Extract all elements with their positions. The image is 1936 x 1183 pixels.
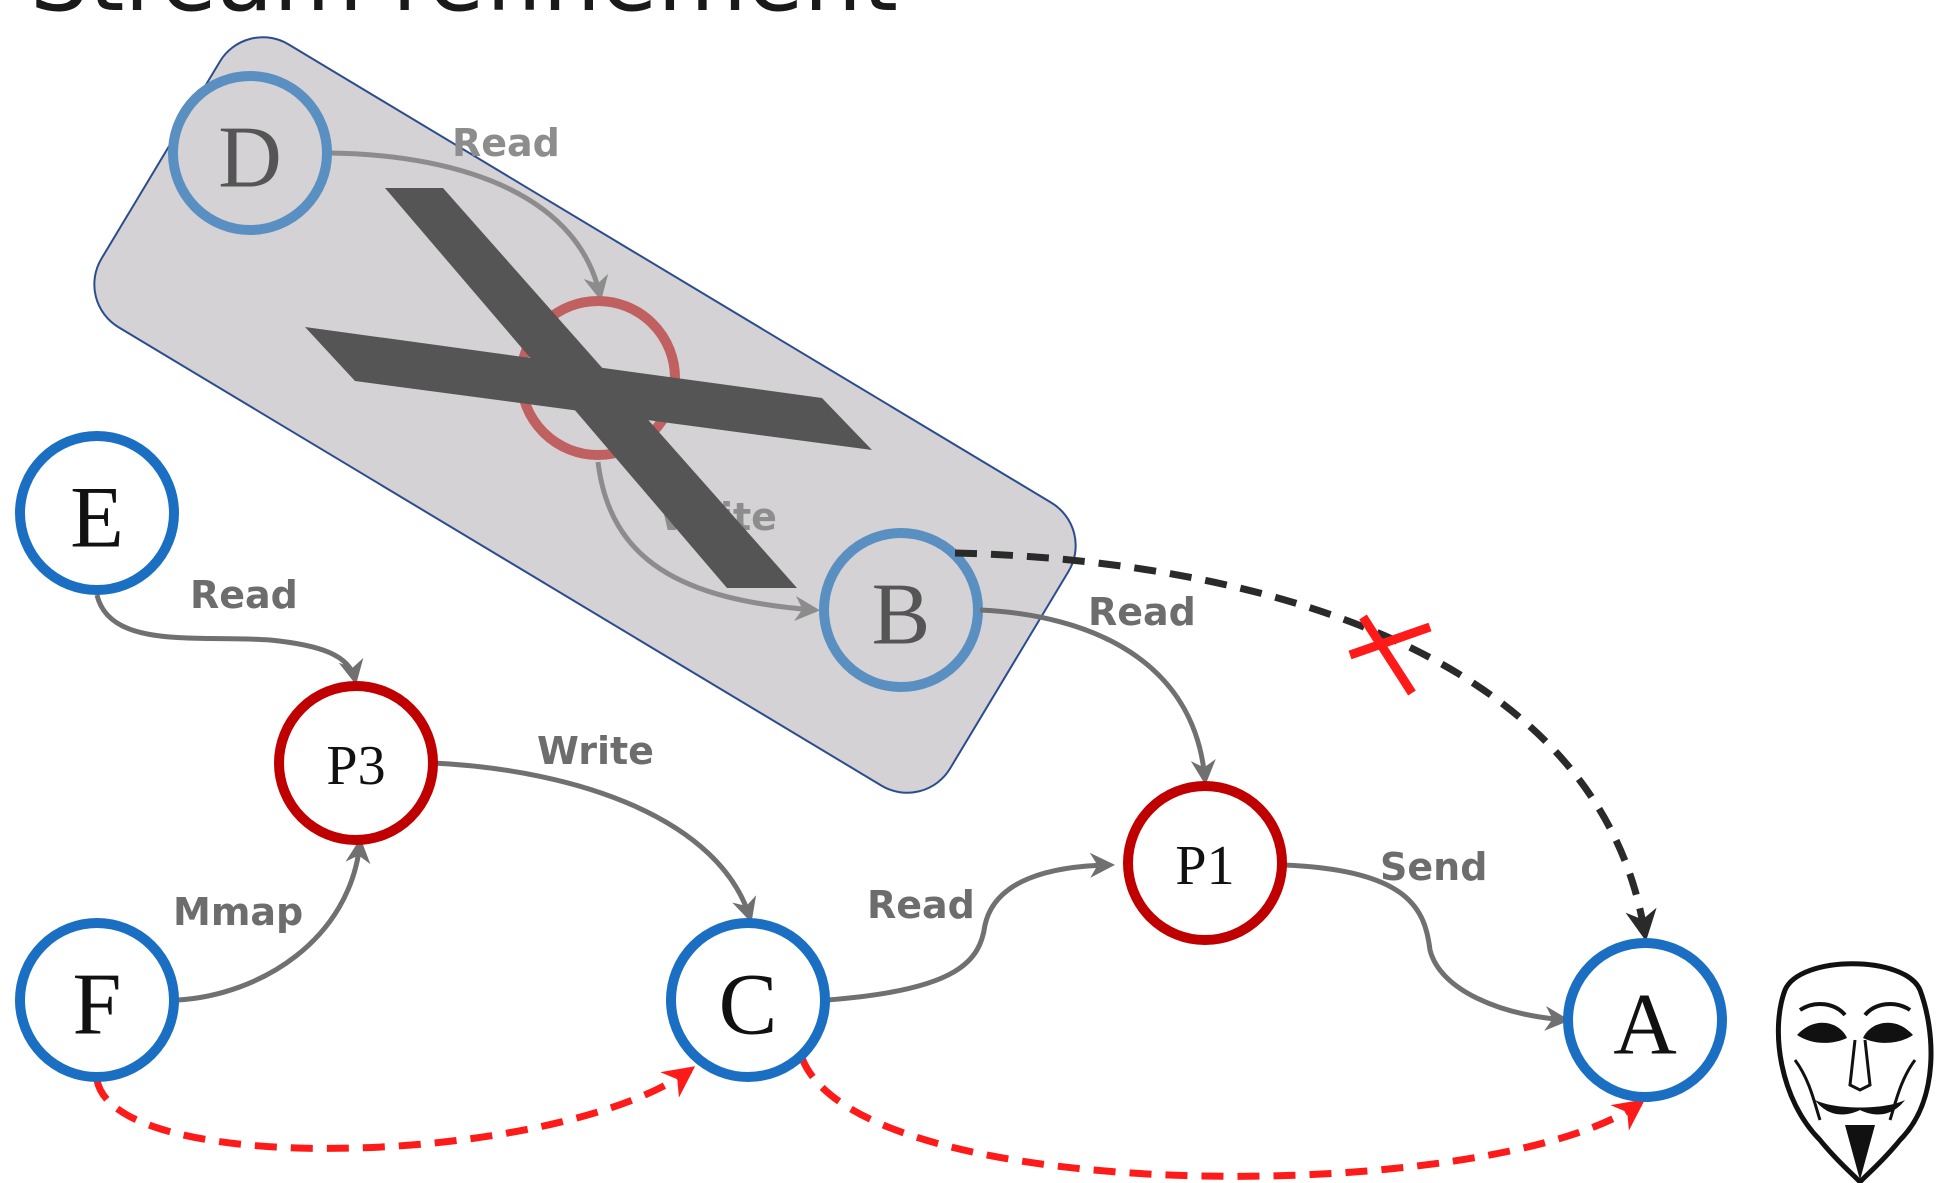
edge-label-b-p1: Read: [1088, 590, 1196, 634]
edge-e-p3: [94, 594, 364, 685]
edge-p1-a: [1283, 862, 1570, 1031]
node-p1: P1: [1123, 781, 1287, 945]
dependency-f-c: [93, 1066, 696, 1152]
edge-label-p3-c: Write: [537, 729, 654, 773]
red-x-icon: [1348, 614, 1432, 696]
node-d: D: [168, 71, 332, 235]
node-e-label: E: [70, 470, 124, 567]
edge-label-f-p3: Mmap: [173, 890, 303, 934]
node-f: F: [15, 918, 179, 1082]
node-e: E: [15, 431, 179, 595]
edge-c-p1: [826, 852, 1115, 1003]
node-c-label: C: [719, 957, 778, 1054]
edge-label-e-p3: Read: [190, 573, 298, 617]
node-f-label: F: [73, 957, 122, 1054]
x-mark-icon: [305, 188, 872, 588]
edge-b-p1: [979, 607, 1216, 785]
removed-dependency-b-a: [954, 549, 1657, 942]
dependency-c-a: [798, 1056, 1646, 1180]
edge-label-c-p1: Read: [867, 883, 975, 927]
node-p3-label: P3: [326, 735, 385, 797]
edge-label-d-p2: Read: [452, 121, 560, 165]
node-b-label: B: [872, 567, 931, 664]
node-a-label: A: [1613, 977, 1677, 1074]
node-p1-label: P1: [1175, 835, 1234, 897]
edge-d-p2: [329, 150, 609, 301]
node-a: A: [1563, 938, 1727, 1102]
anonymous-mask-icon: [1775, 961, 1934, 1183]
node-d-label: D: [218, 110, 282, 207]
node-b: B: [819, 528, 983, 692]
node-p3: P3: [274, 681, 438, 845]
edge-p2-b: [595, 461, 820, 621]
node-c: C: [666, 918, 830, 1082]
edge-label-p1-a: Send: [1380, 845, 1487, 889]
page-title: Stream refinement: [30, 0, 898, 32]
edge-p3-c: [432, 760, 757, 923]
edge-f-p3: [177, 838, 371, 1003]
